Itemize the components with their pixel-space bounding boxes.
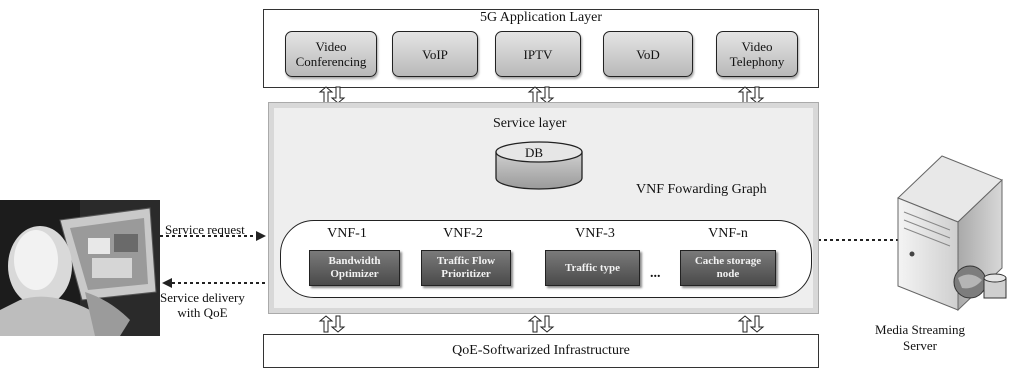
vnf-label-2: VNF-2 xyxy=(443,226,483,241)
vnf-traffic-type[interactable]: Traffic type xyxy=(545,250,640,286)
app-iptv[interactable]: IPTV xyxy=(495,31,581,77)
updown-arrow-icon xyxy=(527,315,555,333)
app-voip[interactable]: VoIP xyxy=(392,31,478,77)
service-request-label: Service request xyxy=(165,222,245,237)
app-video-telephony[interactable]: Video Telephony xyxy=(716,31,798,77)
vnf-traffic-flow-prioritizer[interactable]: Traffic Flow Prioritizer xyxy=(421,250,511,286)
service-delivery-label: Service delivery with QoE xyxy=(160,290,245,320)
database-icon xyxy=(495,141,583,190)
vnf-forwarding-graph-label: VNF Fowarding Graph xyxy=(636,182,767,197)
app-vod[interactable]: VoD xyxy=(603,31,693,77)
vnf-ellipsis: ... xyxy=(650,266,661,281)
updown-arrow-icon xyxy=(737,315,765,333)
media-streaming-server-label: Media Streaming Server xyxy=(875,322,965,353)
updown-arrow-icon xyxy=(737,86,765,104)
vnf-bandwidth-optimizer[interactable]: Bandwidth Optimizer xyxy=(309,250,400,286)
updown-arrow-icon xyxy=(527,86,555,104)
updown-arrow-icon xyxy=(318,315,346,333)
app-video-conferencing[interactable]: Video Conferencing xyxy=(285,31,377,77)
db-label: DB xyxy=(525,145,544,160)
vnf-label-1: VNF-1 xyxy=(327,226,367,241)
vnf-label-3: VNF-3 xyxy=(575,226,615,241)
user-device-photo xyxy=(0,200,160,336)
service-layer-title: Service layer xyxy=(493,116,567,131)
infrastructure-layer: QoE-Softwarized Infrastructure xyxy=(263,334,819,368)
infrastructure-layer-title: QoE-Softwarized Infrastructure xyxy=(452,343,630,358)
vnf-label-n: VNF-n xyxy=(708,226,748,241)
server-icon xyxy=(897,155,1007,312)
updown-arrow-icon xyxy=(318,86,346,104)
vnf-cache-storage-node[interactable]: Cache storage node xyxy=(680,250,776,286)
application-layer-title: 5G Application Layer xyxy=(479,10,603,25)
